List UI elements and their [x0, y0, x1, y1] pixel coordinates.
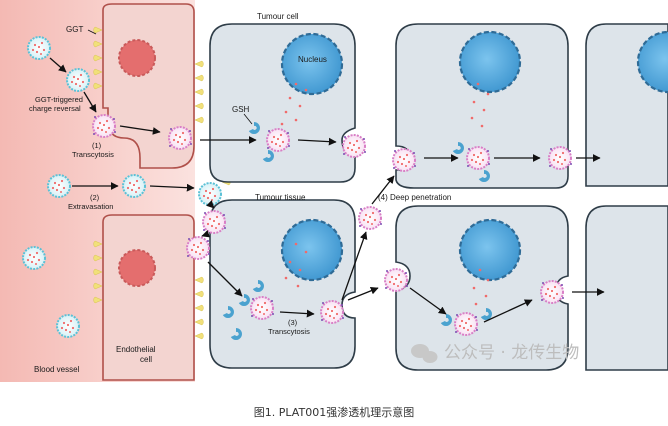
tumour-cell-top-1	[209, 23, 356, 183]
label-ggt-triggered-1: GGT-triggered	[35, 95, 83, 104]
tumour-cell-bottom-2	[395, 205, 569, 371]
label-step2-text: Extravasation	[68, 202, 113, 211]
label-step3-num: (3)	[288, 318, 298, 327]
tumour-cell-bottom-3	[585, 205, 668, 371]
wechat-icon	[411, 344, 438, 363]
label-blood-vessel: Blood vessel	[34, 365, 80, 374]
watermark: 公众号 · 龙传生物	[411, 343, 579, 363]
label-ggt: GGT	[66, 25, 83, 34]
drug-release-dots	[280, 82, 490, 306]
label-gsh: GSH	[232, 105, 250, 114]
watermark-text: 公众号 · 龙传生物	[444, 343, 579, 363]
label-step1-num: (1)	[92, 141, 102, 150]
process-arrows	[49, 57, 605, 323]
endothelial-cell-bottom	[102, 214, 195, 381]
label-ggt-triggered-2: charge reversal	[29, 104, 81, 113]
label-endothelial-2: cell	[140, 355, 152, 364]
label-step4: (4) Deep penetration	[378, 193, 451, 202]
labels: GGT GGT-triggered charge reversal (1) Tr…	[29, 12, 451, 374]
label-tumour-tissue: Tumour tissue	[255, 193, 306, 202]
label-nucleus: Nucleus	[298, 55, 327, 64]
figure-caption: 图1. PLAT001强渗透机理示意图	[253, 406, 415, 419]
tumour-cell-top-3	[585, 23, 668, 187]
label-step2-num: (2)	[90, 193, 100, 202]
label-step3-text: Transcytosis	[268, 327, 310, 336]
label-tumour-cell: Tumour cell	[257, 12, 299, 21]
tumour-cell-bottom-1	[209, 199, 356, 369]
label-step1-text: Transcytosis	[72, 150, 114, 159]
label-endothelial-1: Endothelial	[116, 345, 156, 354]
tumour-cell-top-2	[395, 23, 569, 189]
